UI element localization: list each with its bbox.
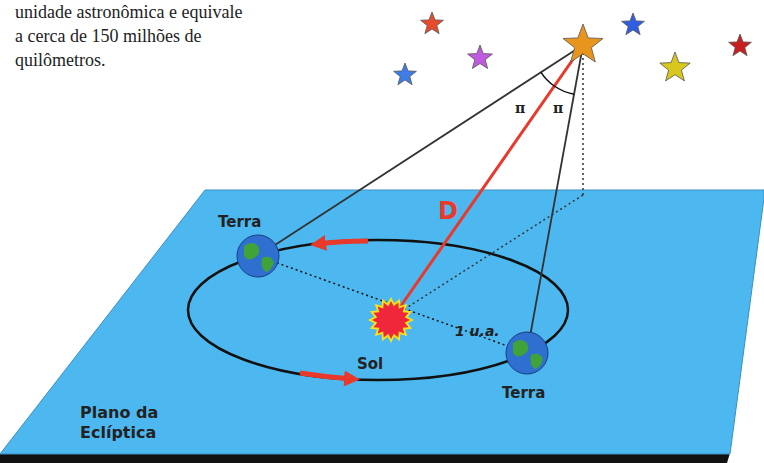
sun-label: Sol [357, 355, 383, 373]
angle-symbol: π [515, 99, 525, 117]
distance-label: 1 u.a. [455, 322, 500, 340]
angle-symbol: π [553, 99, 563, 117]
note-text: unidade astronômica e equivale a cerca d… [15, 0, 250, 72]
projection-dotted [582, 48, 584, 195]
angle-arc [554, 86, 574, 94]
angle-arc [541, 72, 554, 86]
earth-label: Terra [502, 384, 545, 402]
stars [394, 12, 752, 85]
ecliptic-plane: Plano da Eclíptica [0, 188, 764, 463]
earth-label: Terra [218, 213, 261, 231]
distance-label: D [438, 197, 458, 225]
plane-label: Plano da Eclíptica [80, 403, 180, 443]
